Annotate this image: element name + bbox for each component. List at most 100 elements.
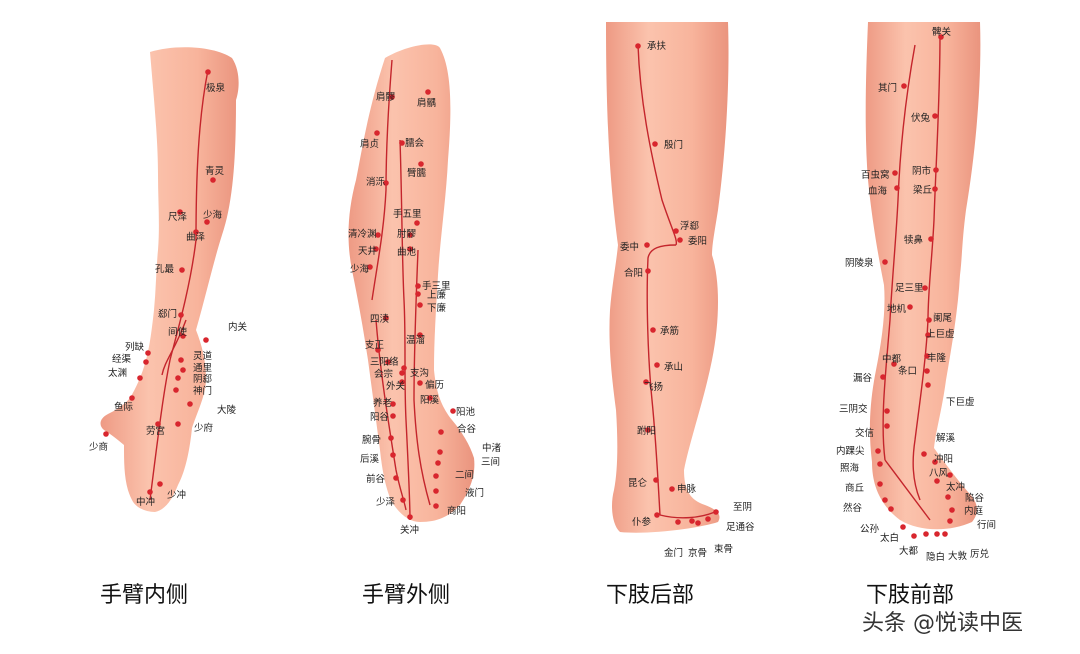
acupoint-marker [907,304,913,310]
acupoint-label: 公孙 [860,523,880,535]
acupoint-marker [934,478,940,484]
acupoint-label: 少府 [194,422,214,434]
panel-caption-leg-front: 下肢前部 [866,583,954,608]
acupoint-label: 曲池 [397,246,417,258]
acupoint-label: 曲泽 [186,232,206,243]
meridian-line [882,44,916,461]
acupoint-label: 前谷 [366,473,386,485]
meridian-line [637,44,678,246]
acupoint-marker [713,509,719,515]
acupoint-label: 支沟 [410,367,429,379]
acupoint-label: 三阳络 [370,356,399,368]
meridian-line [161,319,187,376]
acupoint-label: 手五里 [393,208,422,220]
acupoint-marker [375,347,381,353]
leg-front-body [865,22,981,530]
acupoint-label: 清冷渊 [348,228,377,240]
panel-caption-arm-inner: 手臂内侧 [100,583,188,608]
acupoint-label: 其门 [878,82,897,94]
acupoint-marker [399,379,405,385]
acupoint-marker [880,374,886,380]
panel-caption-arm-outer: 手臂外侧 [362,583,450,608]
acupoint-marker [891,361,897,367]
acupoint-label: 承山 [664,362,683,373]
acupoint-marker [175,375,181,381]
panel-leg-front [865,22,981,530]
panel-caption-leg-back: 下肢后部 [606,583,694,608]
acupoint-label: 申脉 [677,483,697,495]
acupoint-marker [450,408,456,414]
acupoint-label: 仆参 [632,516,652,528]
acupoint-label: 委阳 [688,235,707,247]
acupoint-label: 条口 [898,365,917,377]
acupoint-marker [374,130,380,136]
acupoint-label: 阑尾 [933,312,952,324]
acupoint-label: 中冲 [136,496,155,508]
acupoint-label: 内庭 [964,505,984,517]
acupoint-marker [417,302,423,308]
acupoint-label: 间使 [168,326,188,338]
acupoint-label: 至阴 [733,502,752,513]
acupoint-marker [383,315,389,321]
acupoint-marker [932,186,938,192]
acupoint-label: 太白 [880,532,899,544]
acupoint-label: 灵道 [193,350,213,362]
acupoint-marker [425,89,431,95]
acupoint-label: 肩贞 [360,138,379,150]
acupoint-label: 冲阳 [934,453,953,465]
acupoint-label: 臑会 [405,137,425,149]
acupoint-marker [884,408,890,414]
acupoint-label: 少海 [350,263,370,275]
acupoint-layer [103,34,955,539]
acupoint-label: 中都 [882,353,902,365]
acupoint-label: 消泺 [366,176,386,188]
acupoint-marker [675,519,681,525]
acupoint-label: 鱼际 [114,401,134,413]
acupoint-marker [433,503,439,509]
acupoint-marker [888,506,894,512]
acupoint-label: 青灵 [205,165,225,177]
acupoint-marker [393,475,399,481]
acupoint-marker [400,497,406,503]
acupoint-label: 腕骨 [362,434,381,446]
acupoint-marker [383,180,389,186]
leg-back-body [606,22,729,533]
acupoint-marker [205,69,211,75]
acupoint-label: 陷谷 [965,492,985,504]
acupoint-label: 隐白 [926,551,945,563]
acupoint-label: 血海 [868,185,888,197]
acupoint-marker [654,512,660,518]
acupoint-label: 极泉 [206,82,226,94]
acupoint-label: 地机 [887,303,907,315]
acupoint-marker [932,113,938,119]
acupoint-marker [650,327,656,333]
acupoint-marker [947,518,953,524]
acupoint-label: 下廉 [427,302,447,314]
acupoint-marker [877,461,883,467]
acupoint-marker [435,460,441,466]
acupoint-marker [407,246,413,252]
acupoint-label: 肘髎 [397,228,417,240]
acupoint-label: 商丘 [845,482,865,494]
acupoint-marker [911,533,917,539]
acupoint-marker [390,452,396,458]
acupoint-marker [367,264,373,270]
acupoint-marker [934,531,940,537]
acupoint-label: 太冲 [946,481,965,493]
acupoint-marker [175,421,181,427]
acupoint-label: 合谷 [457,423,477,435]
panel-arm-outer [348,44,475,522]
acupoint-marker [203,337,209,343]
acupoint-label: 劳宫 [146,425,165,437]
acupoint-marker [949,507,955,513]
acupoint-marker [652,141,658,147]
acupoint-marker [390,413,396,419]
acupoint-label: 金门 [664,547,683,559]
acupoint-marker [178,312,184,318]
acupoint-marker [145,350,151,356]
acupoint-marker [437,449,443,455]
acupoint-label: 通里 [193,363,212,374]
acupoint-marker [180,333,186,339]
acupoint-marker [644,242,650,248]
acupoint-marker [942,531,948,537]
